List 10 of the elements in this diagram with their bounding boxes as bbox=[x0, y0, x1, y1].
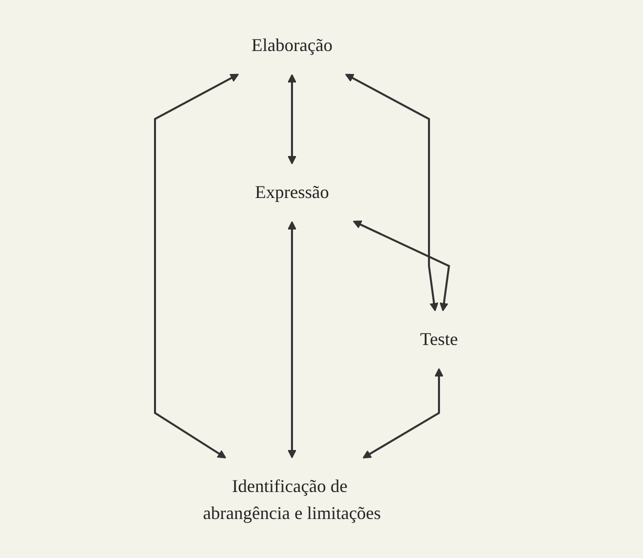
arrow bbox=[288, 74, 296, 164]
arrow bbox=[352, 220, 450, 311]
node-text: Teste bbox=[420, 328, 458, 348]
arrow bbox=[154, 73, 239, 458]
arrow bbox=[362, 368, 444, 458]
arrow bbox=[345, 73, 438, 311]
node-text: Expressão bbox=[255, 181, 330, 202]
node-text: Elaboração bbox=[252, 34, 333, 54]
arrow bbox=[288, 220, 296, 458]
node-text: Identificação de abrangência e limitações bbox=[203, 475, 382, 522]
